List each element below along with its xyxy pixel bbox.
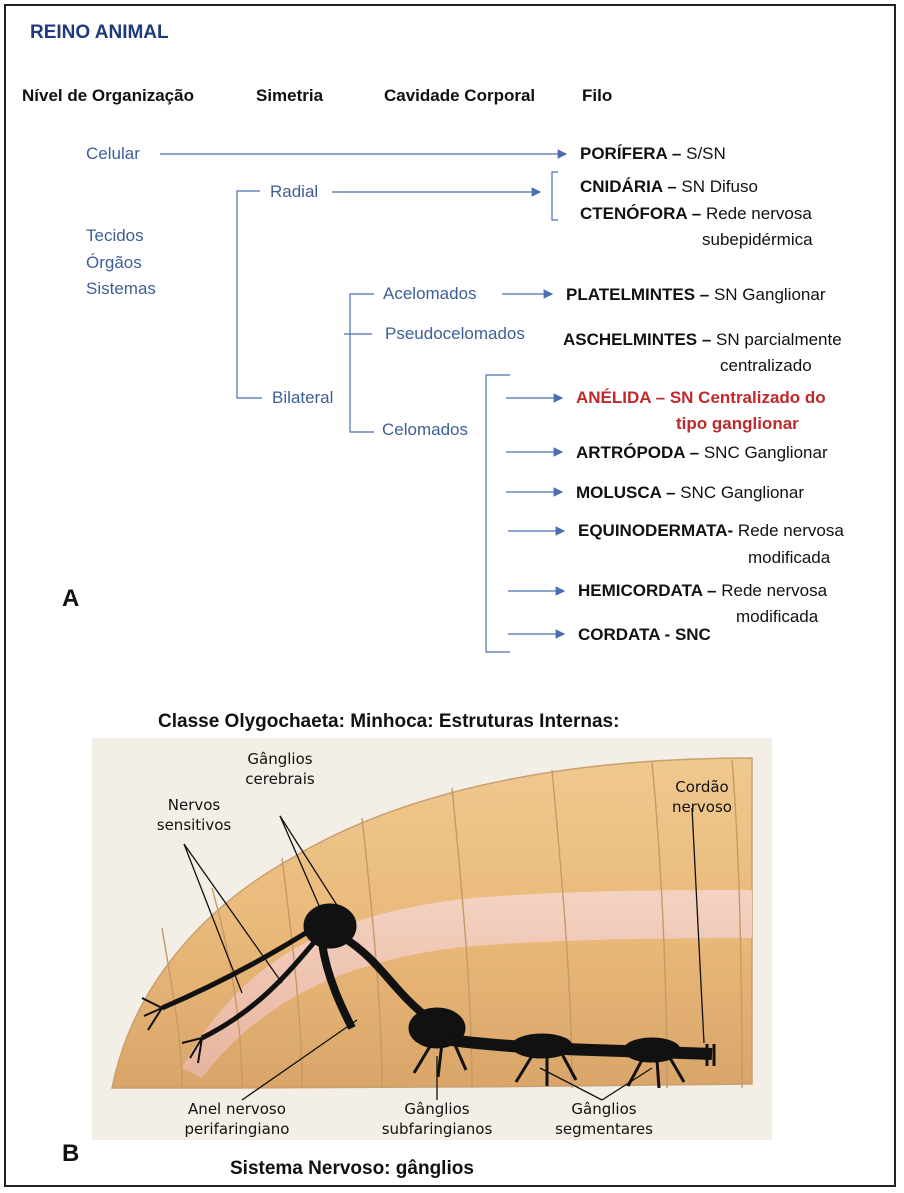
panel-label-b: B	[62, 1140, 79, 1168]
label-cordao-nervoso: Cordão	[675, 778, 728, 796]
figure-title: Classe Olygochaeta: Minhoca: Estruturas …	[158, 711, 619, 733]
label-nervos-sensitivos-2: sensitivos	[157, 816, 232, 834]
label-ganglios-cerebrais: Gânglios	[247, 750, 312, 768]
label-ganglios-subfaringianos-2: subfaringianos	[382, 1120, 493, 1138]
earthworm-illustration: Gânglios cerebrais Nervos sensitivos Cor…	[92, 738, 772, 1140]
label-ganglios-segmentares-2: segmentares	[555, 1120, 653, 1138]
bracket-symmetry	[237, 191, 262, 398]
label-ganglios-segmentares: Gânglios	[571, 1100, 636, 1118]
bracket-celomados	[486, 375, 510, 652]
label-cordao-nervoso-2: nervoso	[672, 798, 732, 816]
classification-connectors	[0, 0, 904, 680]
bracket-cavity	[350, 294, 374, 432]
label-ganglios-cerebrais-2: cerebrais	[245, 770, 315, 788]
bracket-radial	[552, 172, 558, 220]
label-ganglios-subfaringianos: Gânglios	[404, 1100, 469, 1118]
label-nervos-sensitivos: Nervos	[168, 796, 221, 814]
label-anel-nervoso: Anel nervoso	[188, 1100, 286, 1118]
figure-caption: Sistema Nervoso: gânglios	[230, 1158, 474, 1180]
label-anel-nervoso-2: perifaringiano	[185, 1120, 290, 1138]
